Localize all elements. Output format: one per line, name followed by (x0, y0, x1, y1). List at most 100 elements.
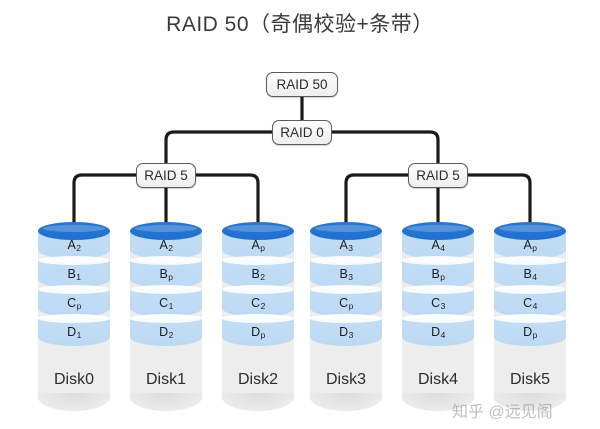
stripe-letter: B (159, 267, 168, 281)
stripe-index: 1 (76, 329, 82, 340)
stripe-letter: D (339, 325, 349, 339)
stripe-parity-index: p (440, 271, 446, 282)
edge-raid0-raid5-left (164, 130, 272, 163)
stripe-letter: B (523, 267, 532, 281)
stripe-parity-index: p (260, 242, 266, 253)
edge-raid0-raid5-right (332, 130, 440, 163)
disk-top-ellipse (310, 222, 382, 240)
watermark: 知乎 @远见阁 (452, 404, 553, 421)
stripe-letter: B (251, 267, 260, 281)
stripe-index: 4 (440, 242, 446, 253)
stripe-letter: B (431, 267, 440, 281)
node-raid-5-left[interactable]: RAID 5 (136, 163, 196, 188)
stripe-letter: A (523, 238, 532, 252)
stripe-parity-index: p (532, 329, 538, 340)
disk-label: Disk0 (53, 371, 94, 388)
stripe-letter: C (339, 296, 349, 310)
disk-label: Disk4 (417, 371, 458, 388)
stripe-index: 3 (440, 300, 446, 311)
stripe-index: 4 (440, 329, 446, 340)
node-raid-0[interactable]: RAID 0 (272, 120, 332, 145)
stripe-parity-index: p (348, 300, 354, 311)
disk-top-ellipse (38, 222, 110, 240)
stripe-index: 1 (76, 271, 82, 282)
stripe-index: 3 (348, 242, 354, 253)
disk-label: Disk2 (237, 371, 278, 388)
disk-top-ellipse (130, 222, 202, 240)
stripe-index: 2 (168, 242, 174, 253)
stripe-letter: D (431, 325, 441, 339)
disk-bottom-shade (222, 393, 294, 411)
stripe-parity-index: p (168, 271, 174, 282)
stripe-letter: C (431, 296, 441, 310)
stripe-letter: A (251, 238, 260, 252)
page-title: RAID 50（奇偶校验+条带） (166, 13, 434, 36)
disk-label: Disk5 (509, 371, 550, 388)
stripe-letter: C (251, 296, 261, 310)
stripe-index: 3 (348, 329, 354, 340)
disk-label: Disk3 (325, 371, 366, 388)
stripe-letter: A (159, 238, 168, 252)
stripe-letter: D (251, 325, 261, 339)
disk-bottom-shade (402, 393, 474, 411)
stripe-letter: C (159, 296, 169, 310)
stripe-index: 4 (532, 300, 538, 311)
disk-bottom-shade (310, 393, 382, 411)
stripe-letter: A (67, 238, 76, 252)
disk-bottom-shade (494, 393, 566, 411)
stripe-index: 2 (260, 300, 266, 311)
stripe-parity-index: p (532, 242, 538, 253)
disk-top-ellipse (402, 222, 474, 240)
disk-top-ellipse (222, 222, 294, 240)
stripe-parity-index: p (260, 329, 266, 340)
stripe-letter: D (159, 325, 169, 339)
stripe-letter: C (67, 296, 77, 310)
stripe-letter: D (523, 325, 533, 339)
stripe-parity-index: p (76, 300, 82, 311)
stripe-letter: C (523, 296, 533, 310)
stripe-index: 2 (168, 329, 174, 340)
node-raid-50[interactable]: RAID 50 (266, 72, 338, 97)
stripe-letter: B (67, 267, 76, 281)
disk-bottom-shade (130, 393, 202, 411)
stripe-index: 2 (260, 271, 266, 282)
disk-label: Disk1 (145, 371, 186, 388)
stripe-letter: A (431, 238, 440, 252)
disk-bottom-shade (38, 393, 110, 411)
disk-top-ellipse (494, 222, 566, 240)
stripe-letter: A (339, 238, 348, 252)
stripe-index: 1 (168, 300, 174, 311)
node-raid-5-right[interactable]: RAID 5 (408, 163, 468, 188)
stripe-index: 4 (532, 271, 538, 282)
